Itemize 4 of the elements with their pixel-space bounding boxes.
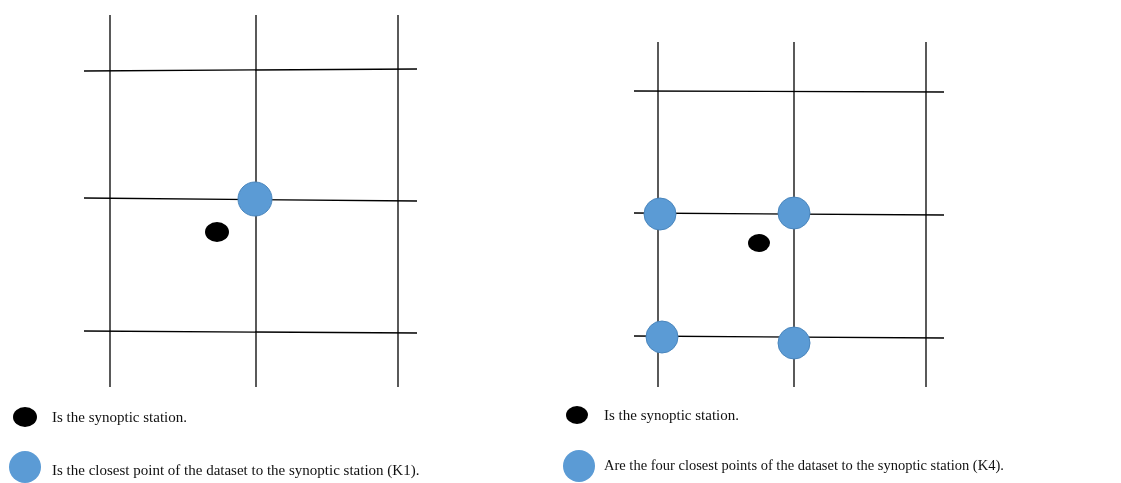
legend-text: Is the synoptic station. — [52, 408, 187, 426]
legend-text: Is the synoptic station. — [604, 406, 739, 424]
legend-text: Are the four closest points of the dataset to the synoptic station (K4). — [604, 456, 1004, 474]
legend-text: Is the closest point of the dataset to the synoptic station (K1). — [52, 461, 420, 479]
